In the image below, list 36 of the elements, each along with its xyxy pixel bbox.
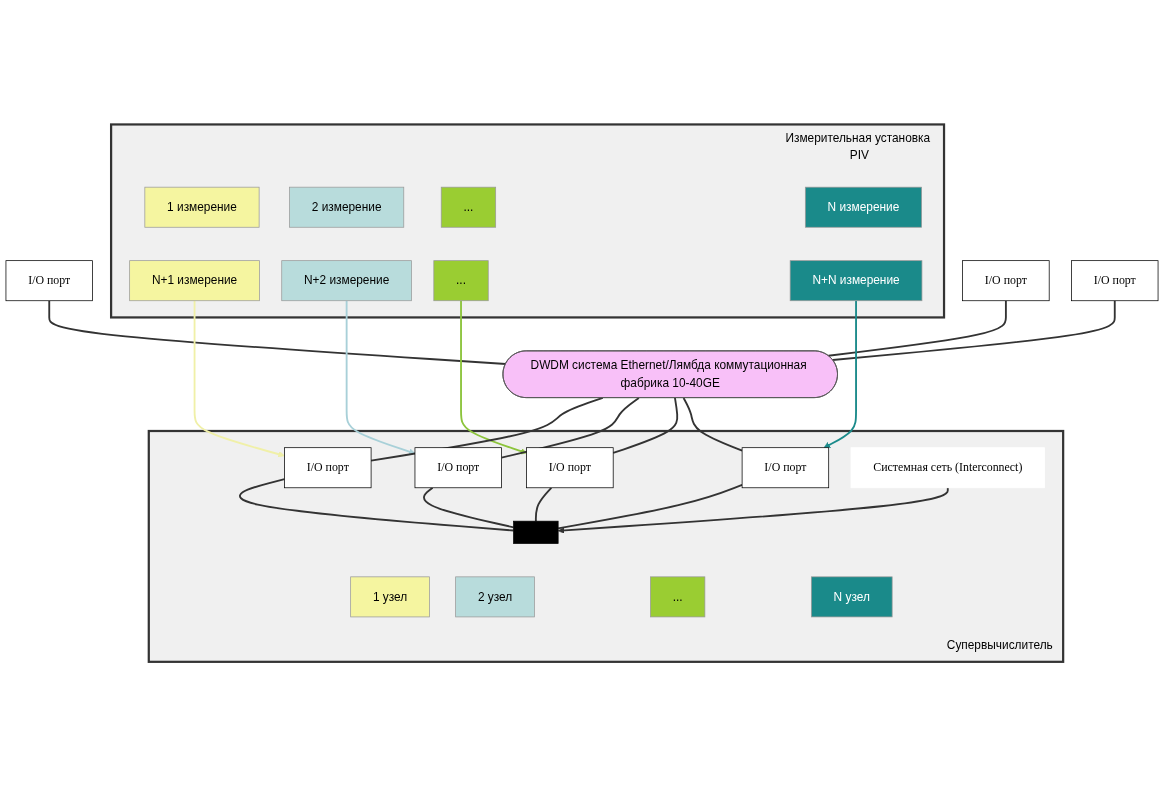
connector	[423, 487, 515, 529]
connector	[239, 478, 515, 532]
node-box: N+N измерение	[789, 260, 923, 302]
connector	[500, 397, 640, 459]
node-box: 1 измерение	[144, 187, 260, 228]
node-box: I/O порт	[526, 447, 614, 489]
connector	[557, 484, 744, 530]
node-box: I/O порт	[284, 447, 372, 489]
node-box: ...	[440, 187, 497, 228]
connector	[612, 397, 679, 455]
node-box: Системная сеть (Interconnect)	[850, 447, 1045, 489]
node-box: N+1 измерение	[129, 260, 260, 302]
node-box: I/O порт	[5, 260, 93, 302]
arrow	[823, 300, 857, 449]
node-box: 1 узел	[350, 576, 430, 618]
connector	[534, 487, 553, 523]
node-box: ...	[650, 576, 706, 618]
node-box: ...	[433, 260, 489, 302]
arrow	[557, 487, 949, 534]
node-box: 2 измерение	[289, 187, 405, 228]
node-box: I/O порт	[1071, 260, 1159, 302]
node-box: N+2 измерение	[281, 260, 412, 302]
node-bar	[513, 521, 559, 545]
arrow	[193, 300, 285, 458]
arrow	[345, 300, 416, 456]
node-box: I/O порт	[741, 447, 830, 489]
node-box: N измерение	[804, 187, 922, 228]
node-box: N узел	[811, 576, 893, 618]
connector	[682, 397, 744, 452]
connector	[831, 300, 1116, 362]
connector	[827, 300, 1007, 358]
node-box: I/O порт	[962, 260, 1050, 302]
node-box: 2 узел	[455, 576, 535, 618]
node-box: I/O порт	[414, 447, 502, 489]
connector	[48, 300, 507, 366]
arrow	[460, 300, 527, 455]
